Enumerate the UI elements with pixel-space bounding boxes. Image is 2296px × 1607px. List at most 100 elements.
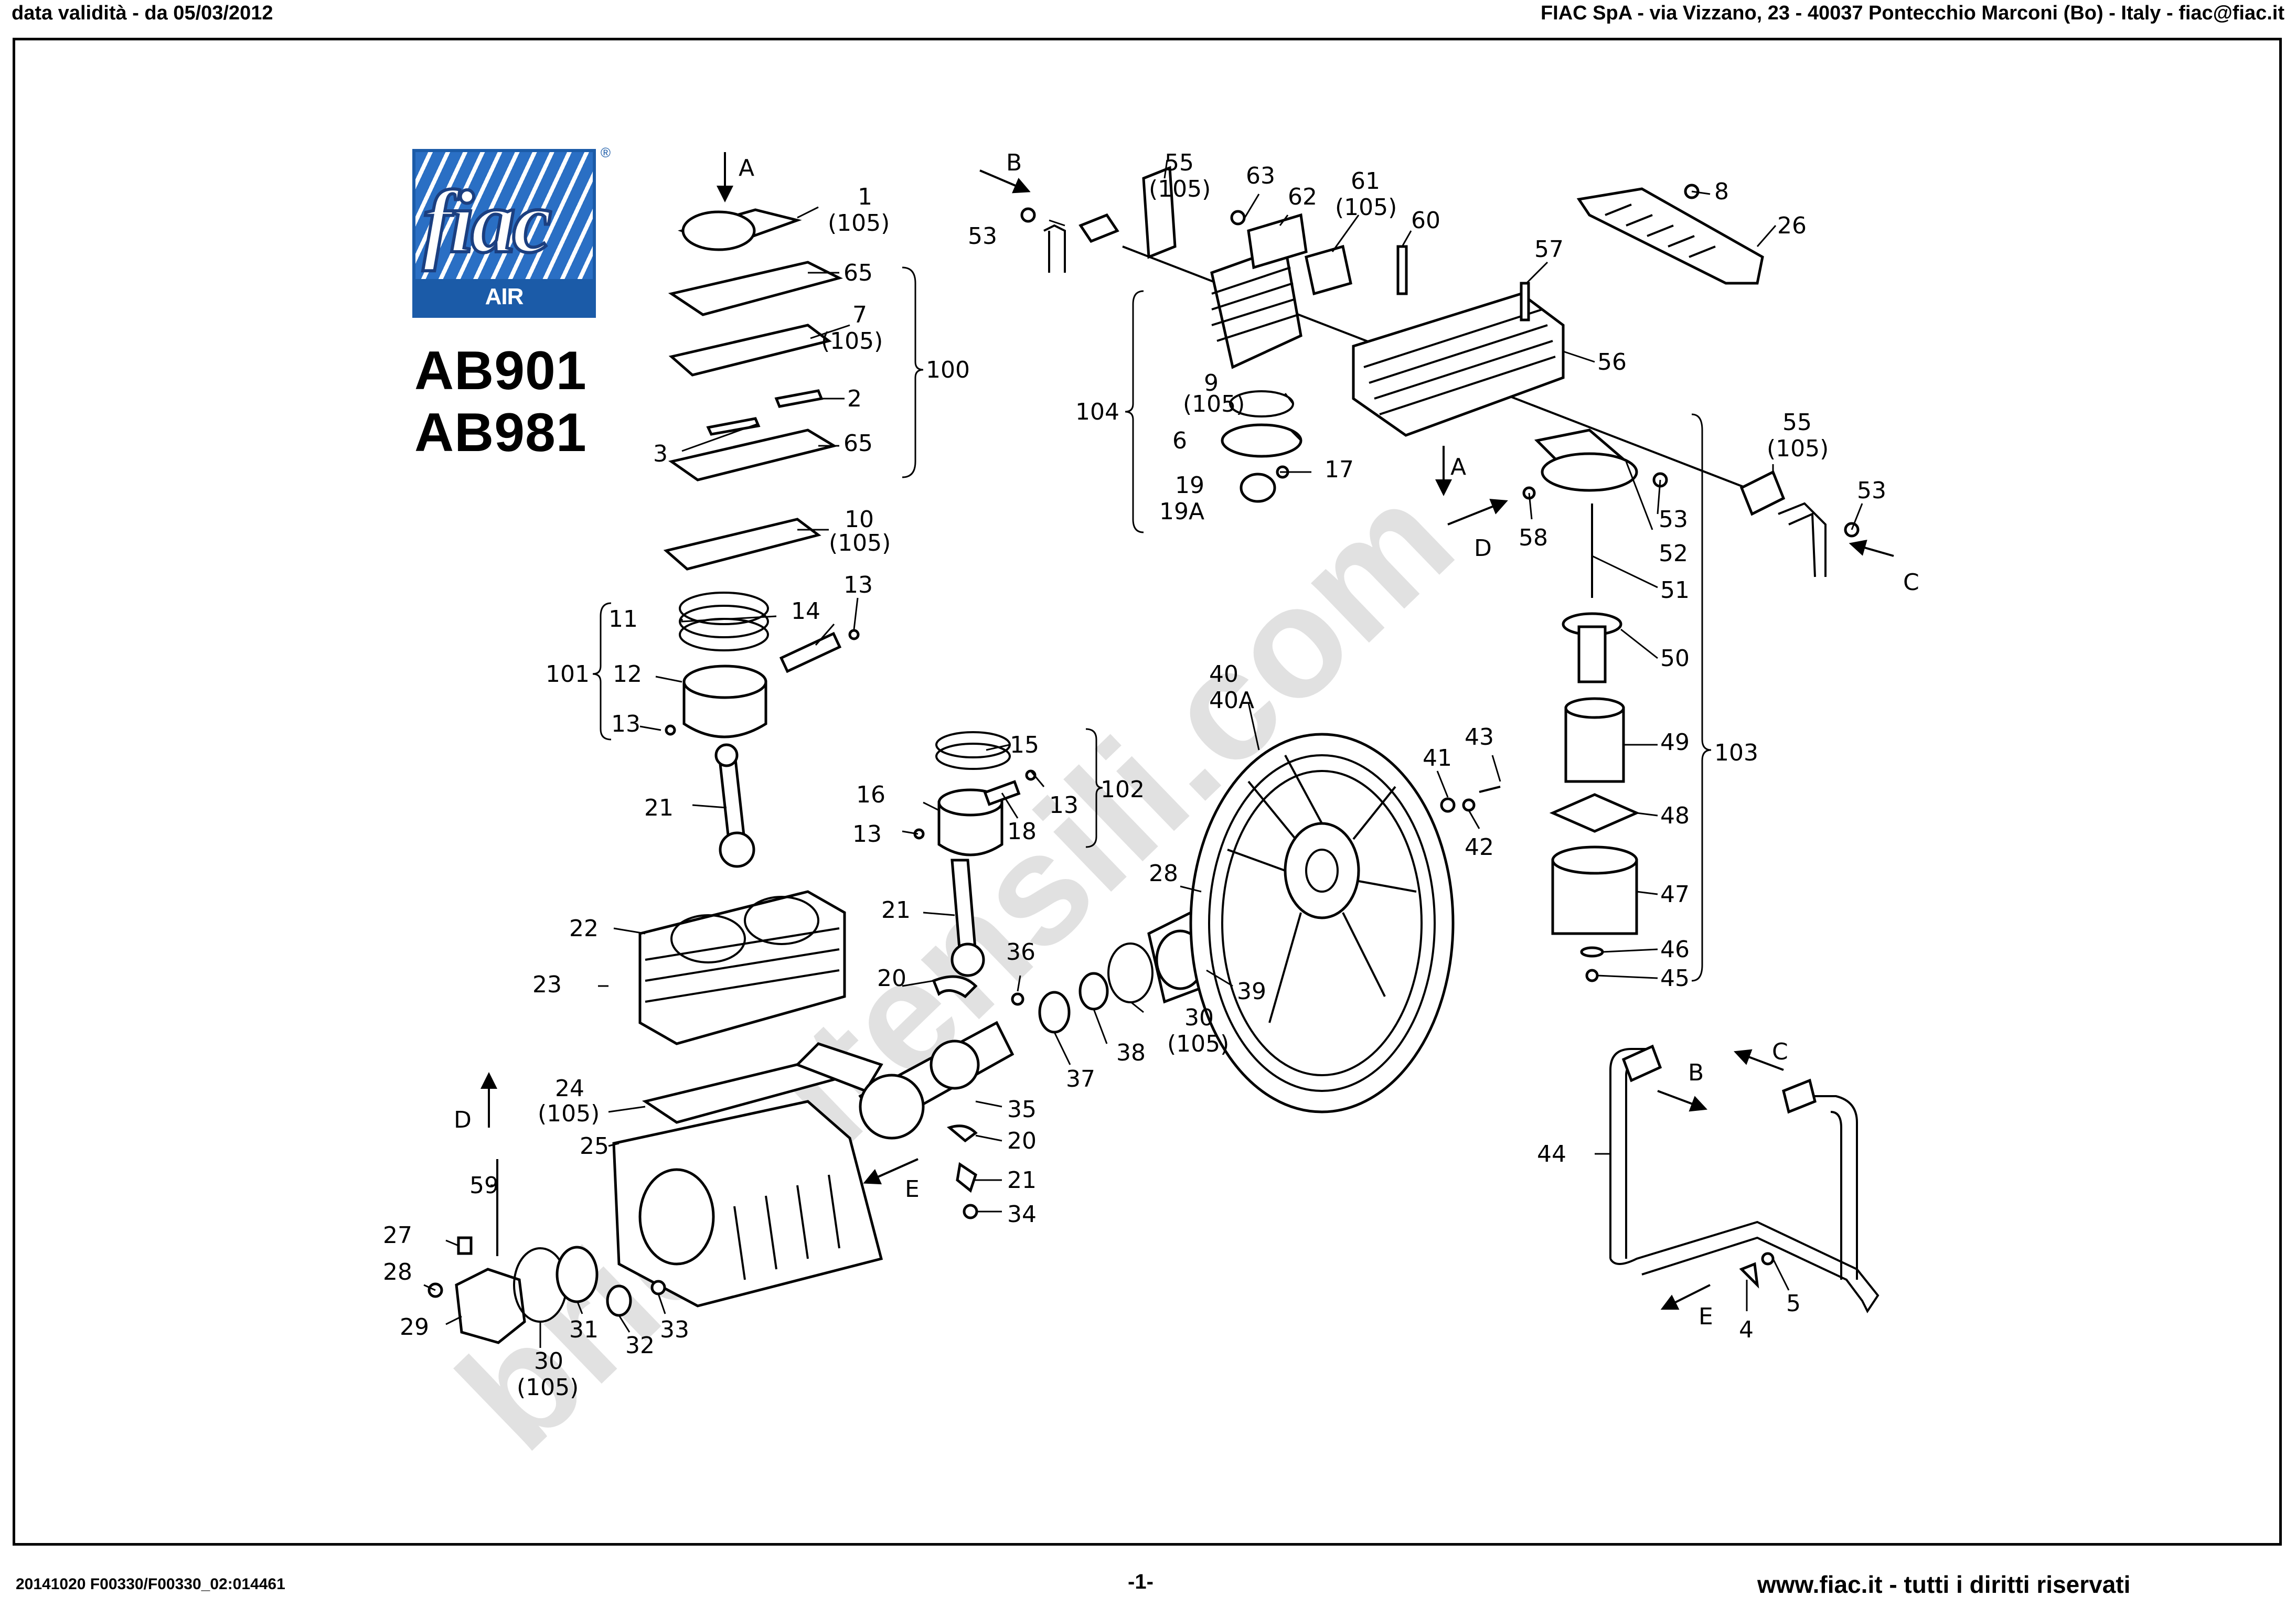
cover-29 [455,1268,526,1344]
crankcase-bore [638,1168,715,1266]
head-group [1210,210,1565,503]
arrow-c-1 [1849,540,1894,557]
label-39: 39 [1237,978,1266,1005]
label-13a: 13 [843,572,873,598]
label-28b: 28 [1149,860,1178,887]
cover-26 [1576,184,1764,285]
label-49: 49 [1660,729,1690,756]
part-labels: 1 (105) 65 7 (105) 100 2 3 65 10 (105) 1… [383,149,1919,1401]
label-15: 15 [1010,732,1039,758]
valve-plate-65b [668,428,838,481]
label-26: 26 [1777,212,1807,239]
direction-arrows [480,152,1894,1310]
screw-5 [1761,1252,1775,1266]
label-63: 63 [1246,163,1275,189]
label-59: 59 [469,1172,499,1199]
label-5: 5 [1786,1290,1801,1317]
cylinder-22 [638,890,846,1045]
label-23: 23 [532,971,562,998]
valve-plate-65a [668,261,843,316]
filter-element-49 [1564,706,1625,783]
label-13c: 13 [1049,792,1078,819]
screw-53a [1020,207,1036,223]
arrow-label-a1: A [739,155,754,181]
reed-2 [774,389,824,408]
label-12: 12 [613,661,642,688]
label-8: 8 [1714,178,1729,205]
label-104: 104 [1075,399,1119,425]
label-11: 11 [608,606,638,633]
validity-date: data validità - da 05/03/2012 [12,2,273,24]
gasket-61 [1305,244,1352,296]
label-48: 48 [1660,802,1690,829]
label-16: 16 [856,781,885,808]
arrow-label-e1: E [905,1176,920,1203]
piston-pin-14 [779,631,842,673]
arrow-label-a2: A [1450,454,1466,480]
label-13d: 13 [852,821,882,848]
gasket-7 [668,324,832,377]
drawing-frame [13,38,2282,1546]
label-36: 36 [1006,939,1035,966]
washer-46 [1580,946,1604,958]
label-43: 43 [1465,724,1494,751]
label-53c: 53 [1659,506,1688,533]
screw-45 [1585,969,1599,982]
label-37: 37 [1066,1066,1095,1092]
label-29: 29 [400,1314,429,1341]
plug-32 [606,1284,632,1317]
seal-38 [1078,972,1109,1011]
label-4: 4 [1739,1316,1754,1343]
arrow-label-e2: E [1699,1303,1713,1330]
flywheel-40 [1189,733,1501,1113]
valve-19 [1240,473,1276,503]
label-17: 17 [1325,456,1354,483]
flange-55a [1142,166,1177,259]
document-code: 20141020 F00330/F00330_02:014461 [16,1576,285,1593]
label-10-note: (105) [829,530,891,556]
label-19a: 19A [1159,498,1204,525]
bolt-43 [1479,786,1501,793]
label-24-note: (105) [538,1100,600,1127]
label-52: 52 [1659,540,1688,567]
label-25: 25 [580,1133,609,1160]
bearing-shell-20a [932,975,978,999]
bearing-31 [556,1246,599,1303]
seat-6 [1221,423,1302,458]
arrow-label-b1: B [1006,149,1022,176]
label-10: 10 [845,506,874,533]
label-55b: 55 [1782,409,1812,436]
arrow-c-2 [1734,1049,1784,1071]
label-18: 18 [1007,818,1037,845]
label-55a-note: (105) [1149,176,1211,202]
label-103: 103 [1714,740,1758,766]
company-address: FIAC SpA - via Vizzano, 23 - 40037 Ponte… [1540,2,2284,24]
arrow-b-2 [1657,1090,1707,1112]
screw-63 [1230,210,1246,226]
arrow-e-2 [1660,1284,1711,1310]
valve-plate-group [663,208,843,571]
label-40: 40 [1209,661,1238,688]
label-1-note: (105) [828,210,890,237]
model-name-1: AB901 [414,340,587,401]
logo-subtitle: AIR COMPRESSORS [415,278,593,345]
fiac-logo: fiac AIR COMPRESSORS ® [412,145,611,345]
label-9-note: (105) [1183,391,1245,417]
reed-valve [681,210,756,251]
label-44: 44 [1537,1141,1566,1167]
label-65b: 65 [843,430,873,457]
cylinder-and-crankcase [612,890,883,1308]
label-1: 1 [858,184,872,210]
label-6: 6 [1172,427,1187,454]
label-30a: 30 [534,1348,563,1375]
arrow-label-d1: D [1474,535,1492,562]
arrow-label-b2: B [1688,1059,1704,1086]
label-41: 41 [1423,745,1452,772]
logo-wordmark: fiac [421,171,553,273]
label-31: 31 [569,1316,599,1343]
label-20b: 20 [1007,1128,1037,1154]
label-30b: 30 [1184,1004,1214,1031]
label-61-note: (105) [1335,194,1397,221]
crankcase-top [795,1042,883,1093]
